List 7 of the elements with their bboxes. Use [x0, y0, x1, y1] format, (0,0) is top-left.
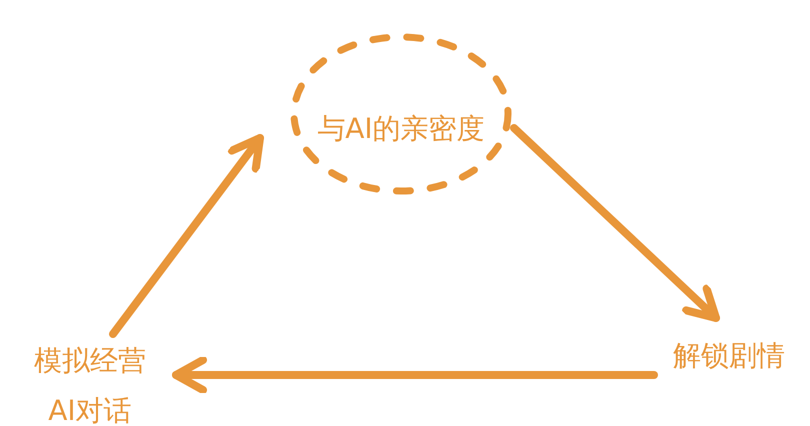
node-label: AI对话	[48, 396, 132, 426]
arrow	[172, 356, 658, 394]
arrow	[510, 124, 720, 322]
node-label: 解锁剧情	[673, 341, 785, 371]
node-label: 模拟经营	[34, 346, 146, 376]
node-label: 与AI的亲密度	[317, 114, 485, 144]
arrow	[109, 134, 264, 338]
